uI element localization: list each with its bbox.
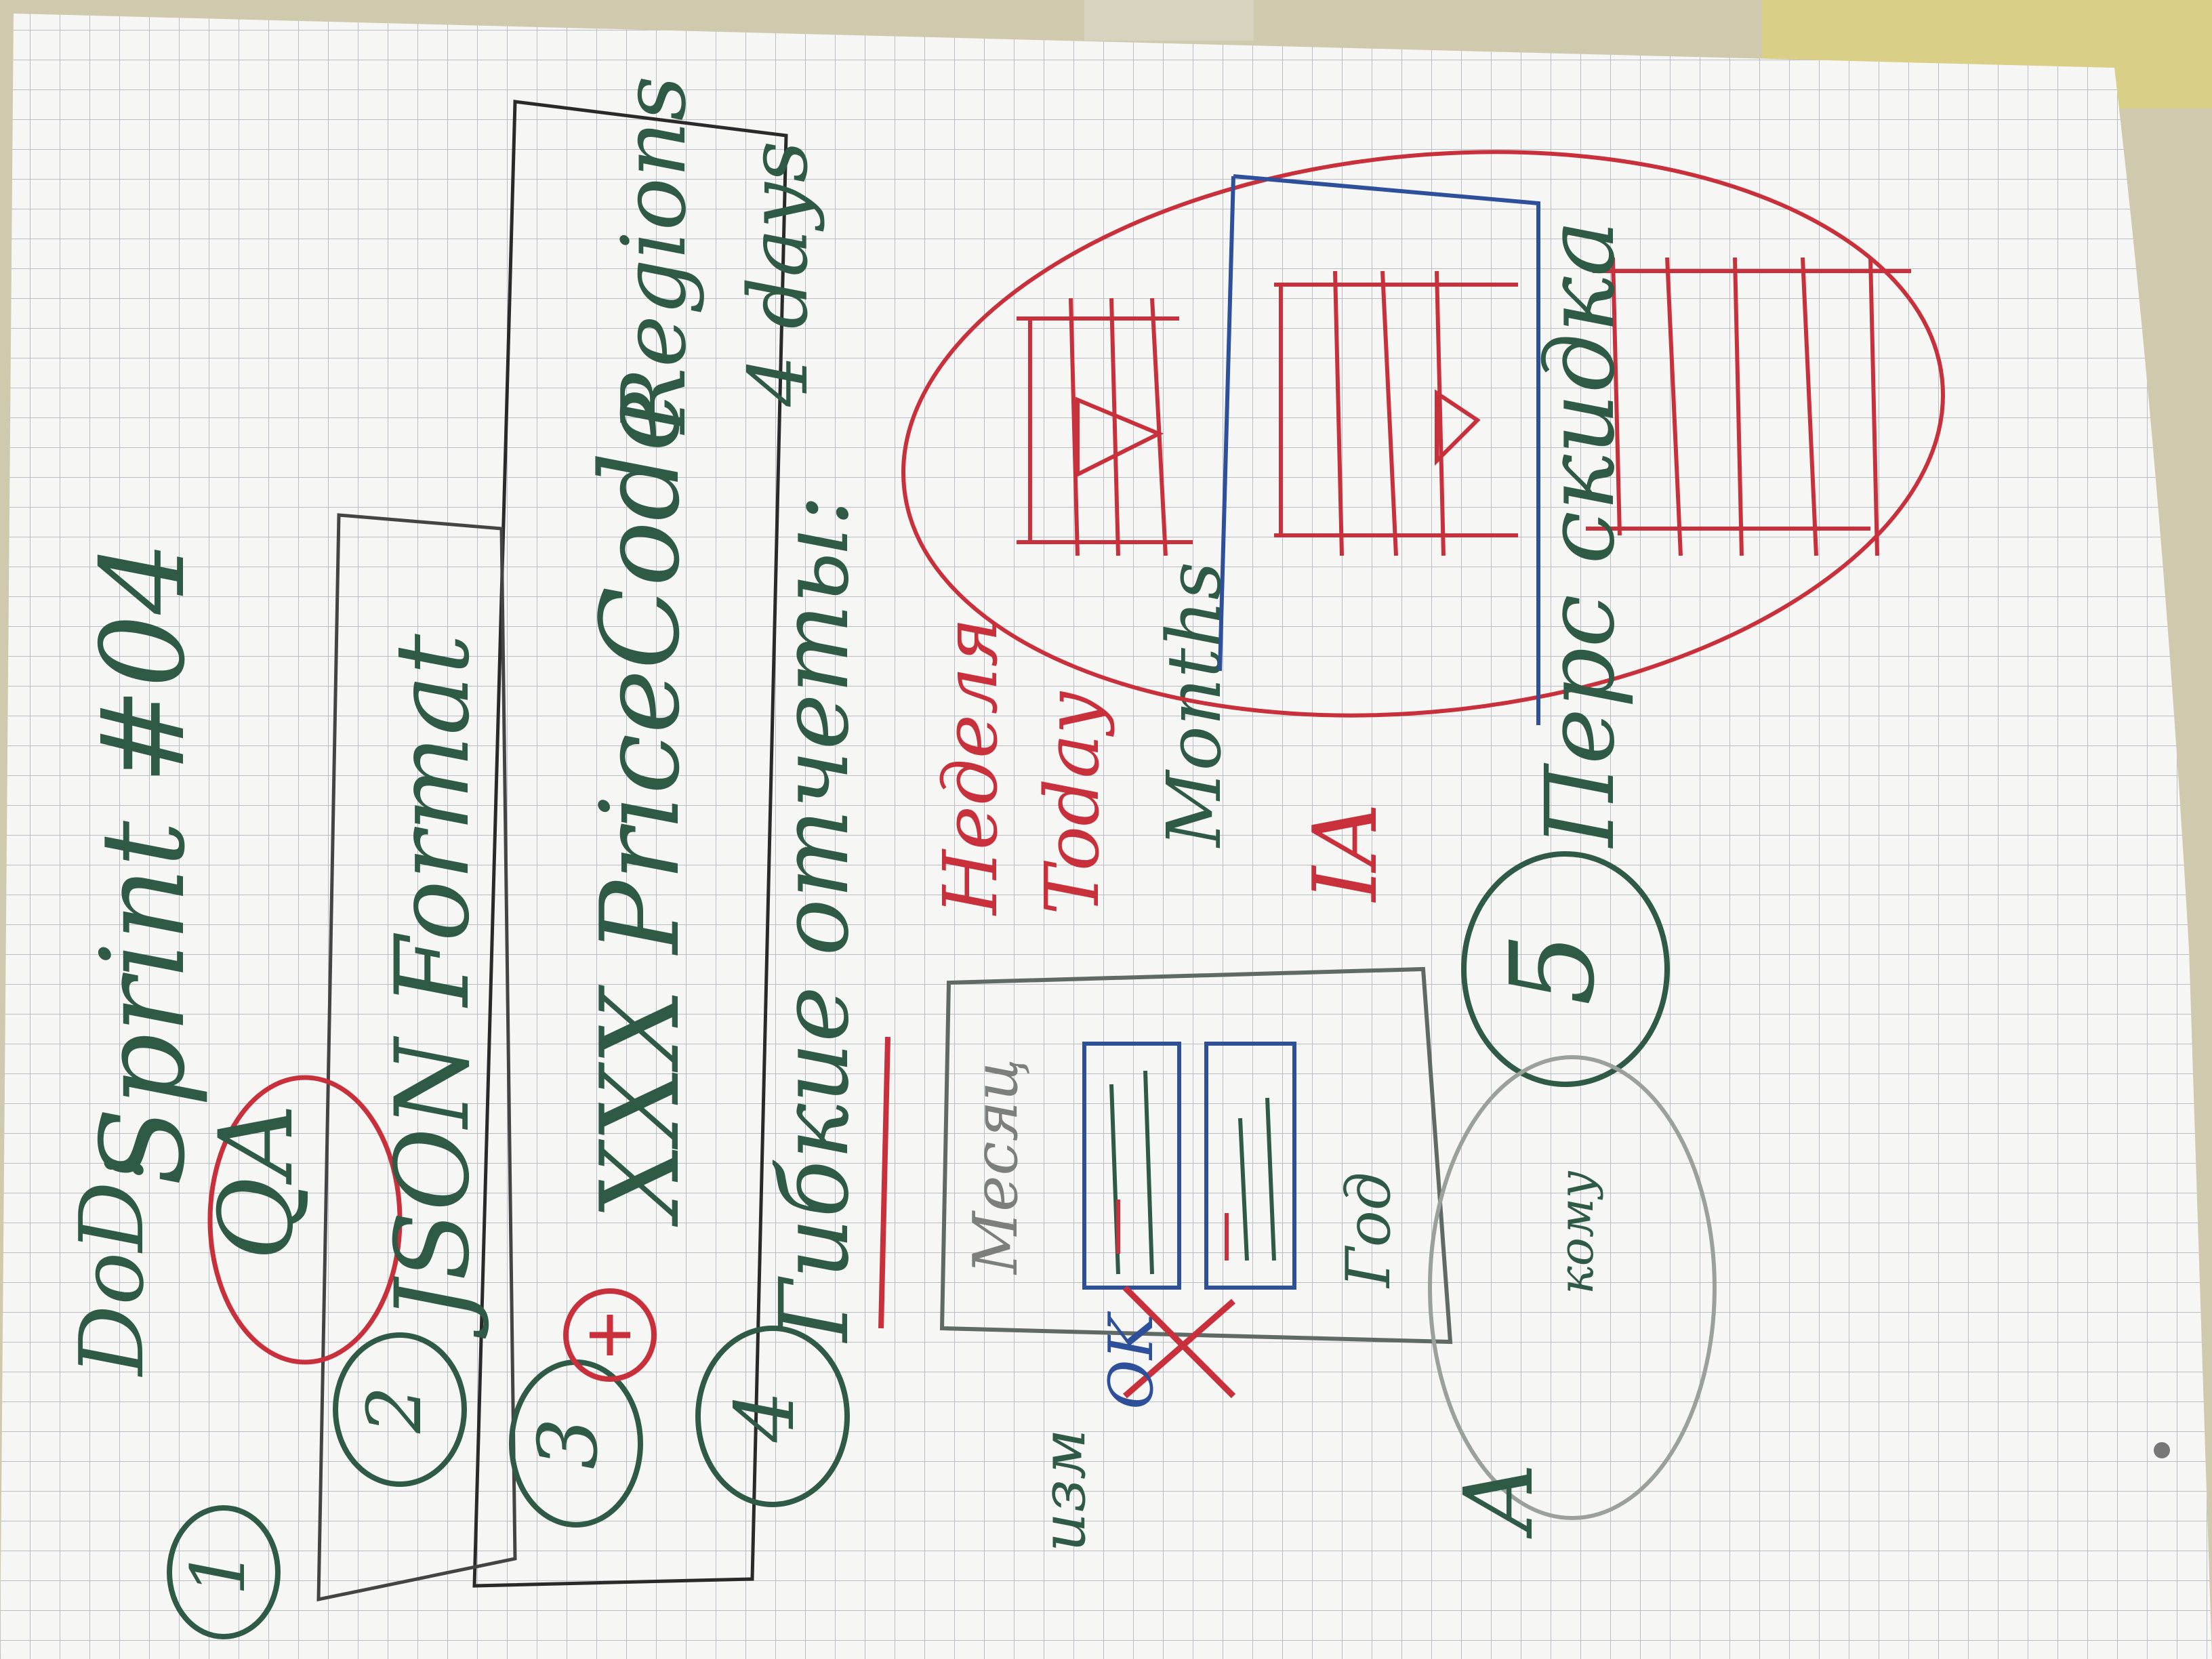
- flexible-reports-text: Гибкие отчеты:: [760, 495, 870, 1344]
- report-mockup-box: [939, 966, 1453, 1345]
- personal-discount-text: Перс скидка: [1525, 220, 1636, 849]
- pricecode-text: XXX PriceCode: [577, 388, 703, 1227]
- blue-frame: [1218, 174, 1540, 725]
- qa-text: QA: [198, 1104, 316, 1261]
- number-5: 5: [1486, 933, 1620, 1006]
- red-ellipse: [901, 150, 1945, 718]
- report-right-label: Год: [1333, 1172, 1404, 1289]
- report-column-1: [1082, 1042, 1181, 1290]
- circle-1: [167, 1505, 281, 1639]
- side-label: изм: [1028, 1429, 1099, 1552]
- gray-circle: [1428, 1055, 1717, 1520]
- circle-4: [695, 1326, 850, 1507]
- paper-grid: [0, 14, 2212, 1659]
- plus-icon: [590, 1315, 630, 1355]
- cross-mark-icon: [1122, 1285, 1236, 1399]
- ia-label: IA: [1294, 803, 1397, 903]
- circle-label: кому: [1549, 1170, 1604, 1294]
- today-label: Today: [1029, 691, 1115, 915]
- punch-hole: [2154, 1442, 2170, 1458]
- circle-2: [333, 1332, 467, 1487]
- whiteboard-content: 1 2 3 4 5 DoD: Sprint #04 QA JSON Format…: [60, 76, 2170, 1639]
- number-4: 4: [718, 1391, 813, 1443]
- blue-scribble: OK: [1096, 1311, 1167, 1410]
- number-3: 3: [522, 1418, 616, 1469]
- qa-highlight-circle: [207, 1075, 403, 1365]
- json-format-text: JSON Format: [374, 634, 492, 1339]
- a-label: A: [1444, 1463, 1555, 1539]
- report-bars: [1109, 1070, 1276, 1275]
- window-frame: [1084, 0, 1254, 41]
- dod-label: DoD:: [60, 1151, 163, 1377]
- outline-box-2: [316, 513, 517, 1602]
- grid-sketch-2: [1274, 270, 1518, 556]
- report-red-marks: [1116, 1200, 1229, 1261]
- sprint-title: Sprint #04: [77, 541, 211, 1186]
- number-2: 2: [351, 1386, 438, 1434]
- grid-sketch-1: [1017, 298, 1193, 556]
- outline-box-3: [472, 100, 788, 1588]
- plus-circle: [563, 1288, 657, 1382]
- underline-red: [878, 1036, 890, 1329]
- report-column-2: [1204, 1042, 1296, 1290]
- grid-sketch-3: [1586, 257, 1911, 556]
- week-label: Неделя: [927, 617, 1014, 916]
- number-1: 1: [175, 1549, 262, 1596]
- report-left-label: Месяц: [960, 1059, 1031, 1275]
- regions-text: Regions: [602, 76, 705, 435]
- circle-5: [1461, 851, 1670, 1087]
- days-text: 4 days: [732, 141, 826, 407]
